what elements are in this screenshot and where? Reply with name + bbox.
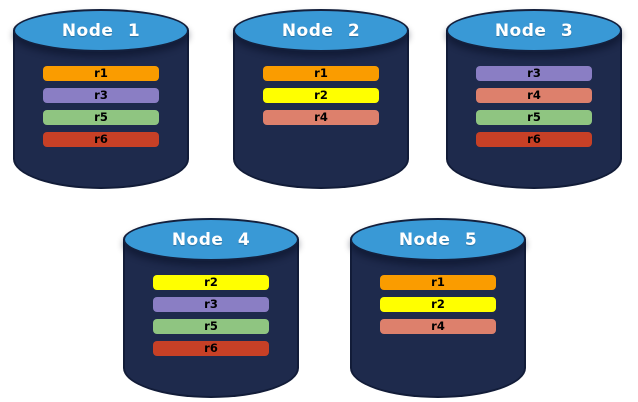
replica-bar-r4: r4 <box>380 319 496 334</box>
cylinder-top-ellipse: Node 4 <box>123 218 299 261</box>
replica-bar-r4: r4 <box>476 88 592 103</box>
node-label: Node 2 <box>281 20 361 41</box>
node-label: Node 4 <box>171 229 251 250</box>
cylinder-body <box>446 30 622 189</box>
replica-bar-r5: r5 <box>476 110 592 125</box>
replica-bar-list: r1 r2 r4 <box>380 275 496 341</box>
database-node-4: Node 4 r2 r3 r5 r6 <box>123 218 299 398</box>
replica-bar-list: r1 r3 r5 r6 <box>43 66 159 154</box>
replica-bar-r3: r3 <box>43 88 159 103</box>
replica-bar-r6: r6 <box>43 132 159 147</box>
replica-bar-r1: r1 <box>380 275 496 290</box>
node-label: Node 5 <box>398 229 478 250</box>
replica-bar-r3: r3 <box>153 297 269 312</box>
cylinder-top-ellipse: Node 5 <box>350 218 526 261</box>
replica-bar-list: r2 r3 r5 r6 <box>153 275 269 363</box>
replica-bar-r2: r2 <box>263 88 379 103</box>
node-label: Node 3 <box>494 20 574 41</box>
cylinder-top-ellipse: Node 1 <box>13 9 189 52</box>
replica-bar-r6: r6 <box>476 132 592 147</box>
cylinder-top-ellipse: Node 3 <box>446 9 622 52</box>
database-node-5: Node 5 r1 r2 r4 <box>350 218 526 398</box>
database-node-3: Node 3 r3 r4 r5 r6 <box>446 9 622 189</box>
database-node-2: Node 2 r1 r2 r4 <box>233 9 409 189</box>
replica-bar-r3: r3 <box>476 66 592 81</box>
replica-bar-r5: r5 <box>153 319 269 334</box>
cylinder-body <box>233 30 409 189</box>
replica-bar-r6: r6 <box>153 341 269 356</box>
replica-bar-r5: r5 <box>43 110 159 125</box>
node-label: Node 1 <box>61 20 141 41</box>
replica-bar-r2: r2 <box>380 297 496 312</box>
cylinder-body <box>13 30 189 189</box>
cylinder-top-ellipse: Node 2 <box>233 9 409 52</box>
cylinder-body <box>123 239 299 398</box>
database-node-1: Node 1 r1 r3 r5 r6 <box>13 9 189 189</box>
replica-bar-r1: r1 <box>263 66 379 81</box>
replica-bar-r2: r2 <box>153 275 269 290</box>
cylinder-body <box>350 239 526 398</box>
replica-bar-r1: r1 <box>43 66 159 81</box>
replica-bar-list: r1 r2 r4 <box>263 66 379 132</box>
replica-bar-list: r3 r4 r5 r6 <box>476 66 592 154</box>
replica-bar-r4: r4 <box>263 110 379 125</box>
